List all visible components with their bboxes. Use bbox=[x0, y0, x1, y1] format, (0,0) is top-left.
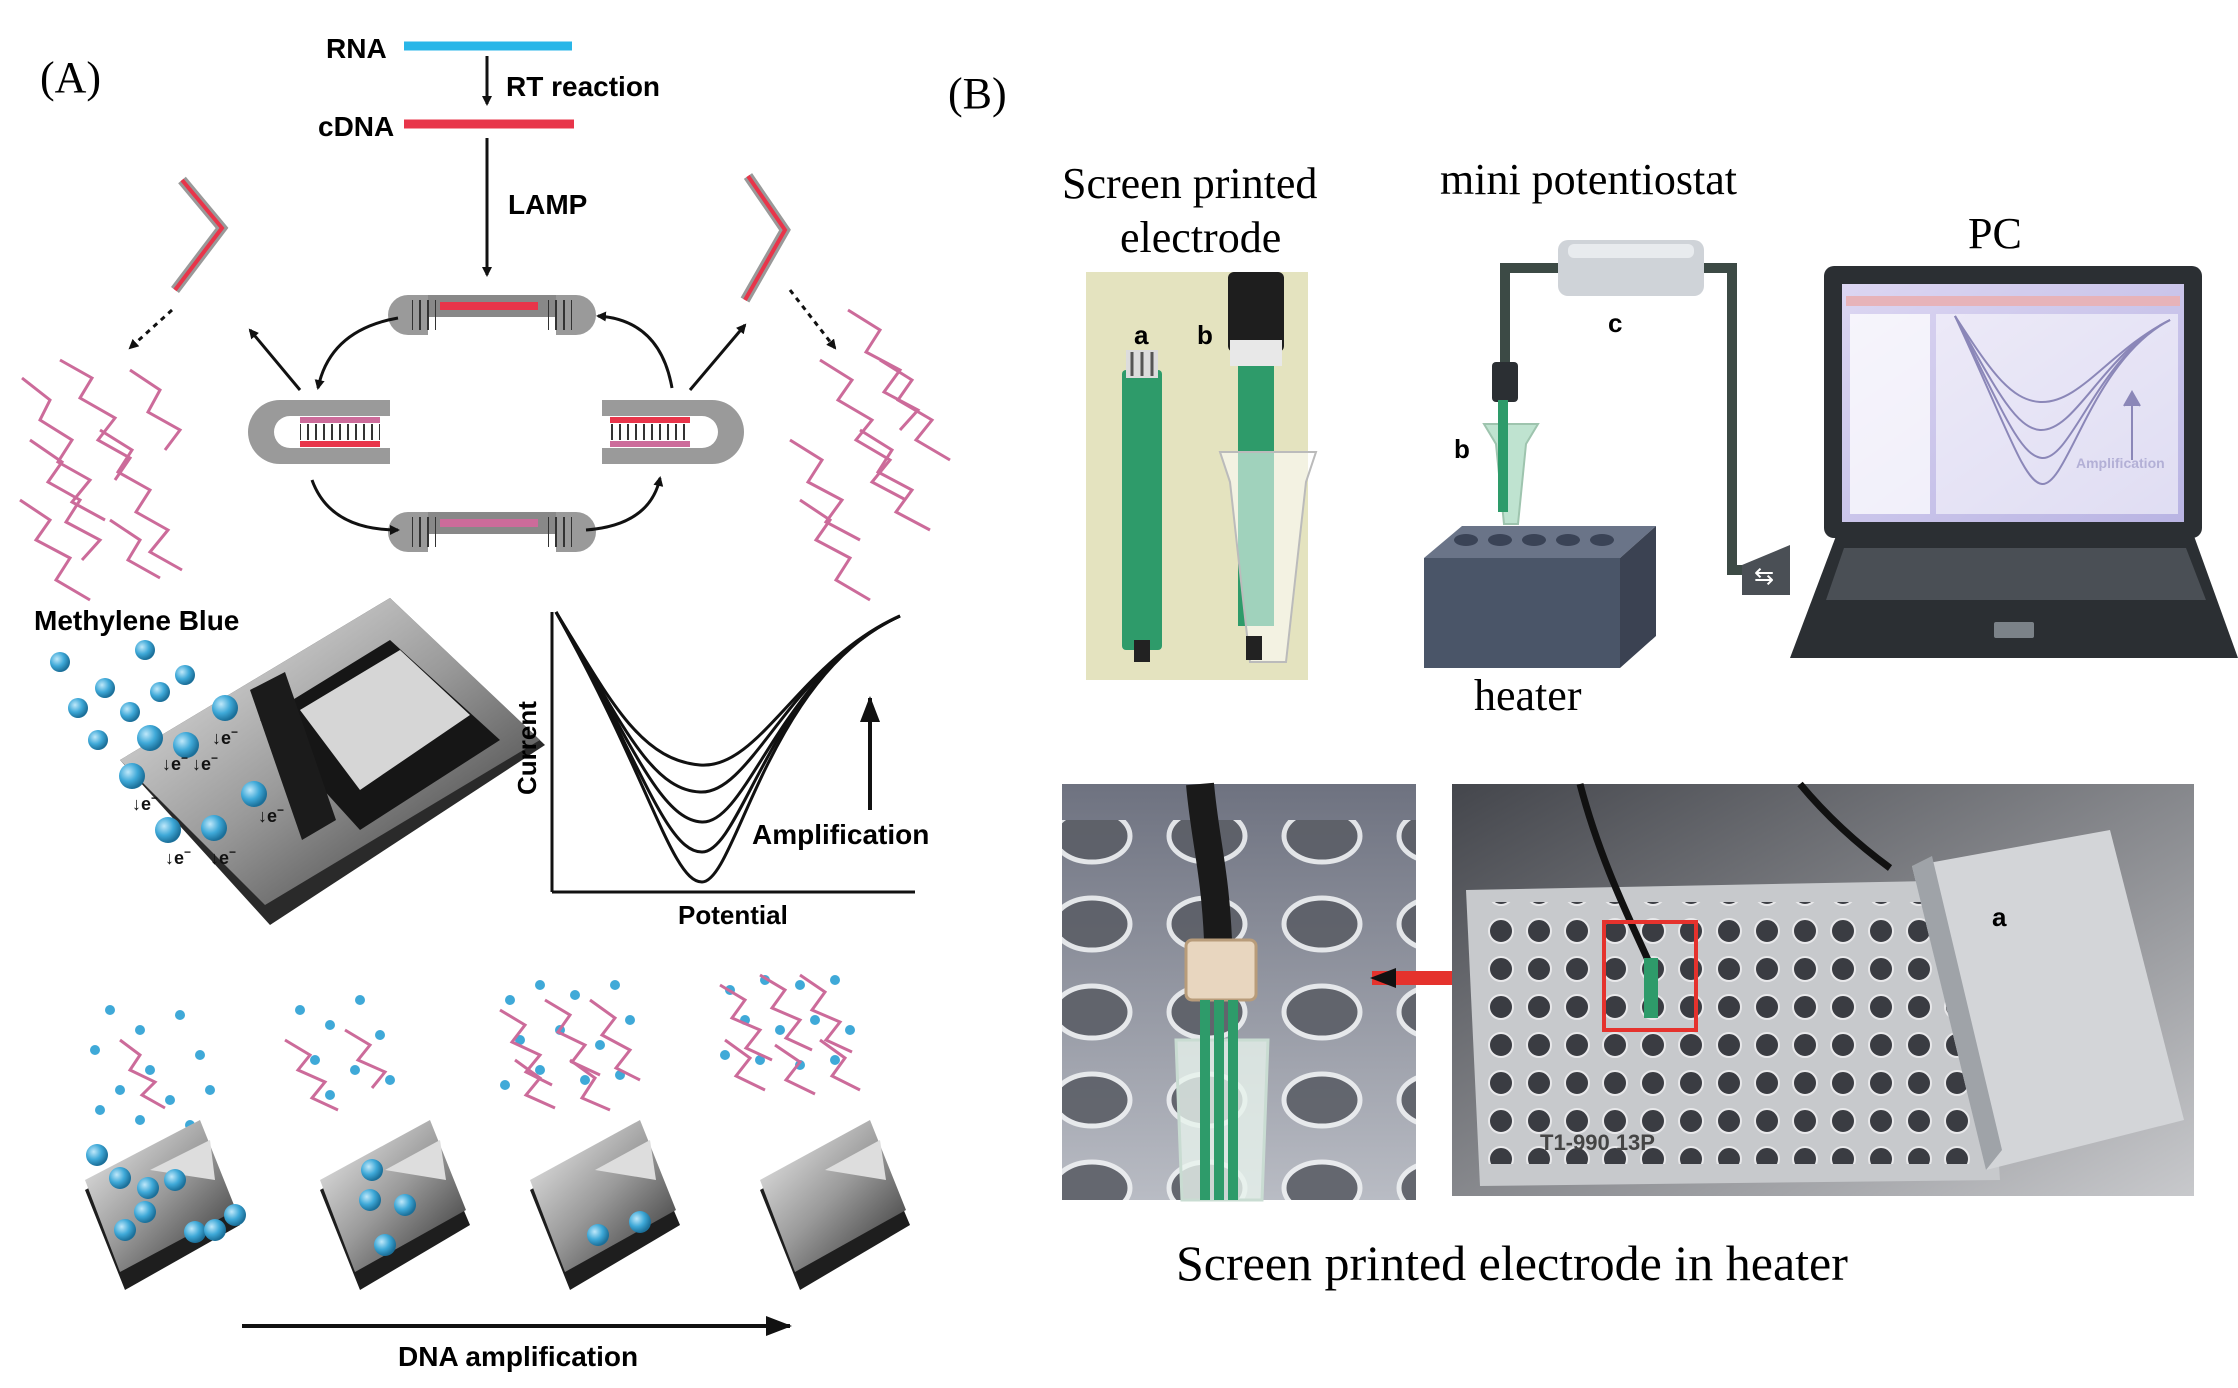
cable-right bbox=[1704, 263, 1770, 575]
dna-amplification-label: DNA amplification bbox=[398, 1341, 638, 1372]
cycle-arrow bbox=[310, 479, 400, 535]
concatemer-right bbox=[740, 173, 791, 303]
extension-arrow bbox=[688, 323, 747, 391]
mini-potentiostat bbox=[1558, 240, 1704, 296]
closeup-photo bbox=[1062, 782, 1416, 1202]
potential-axis-label: Potential bbox=[678, 900, 788, 930]
setup-photo: T1-990 13P bbox=[1452, 781, 2194, 1196]
cycle-arrow bbox=[314, 316, 399, 390]
hairpin-right bbox=[602, 400, 744, 464]
screen-amplification-label: Amplification bbox=[2076, 455, 2165, 471]
cable-left bbox=[1500, 263, 1558, 370]
voltammogram bbox=[550, 611, 915, 894]
dumbbell-structure-top bbox=[388, 295, 596, 335]
electron-transfer-labels: ↓e− ↓e− ↓e− ↓e− ↓e− ↓e− ↓e− bbox=[132, 725, 284, 868]
panel-a-label: (A) bbox=[40, 53, 101, 102]
spe-marker-b: b bbox=[1197, 320, 1213, 350]
mini-potentiostat-label: mini potentiostat bbox=[1440, 155, 1737, 204]
amplification-stage-4 bbox=[719, 973, 910, 1290]
screen-printed-electrode-photo bbox=[1086, 272, 1318, 680]
heater-label: heater bbox=[1474, 671, 1582, 720]
spe-title-line1: Screen printed bbox=[1062, 159, 1317, 208]
methylene-blue-molecules bbox=[50, 640, 267, 843]
electrode-in-tube bbox=[1482, 362, 1540, 525]
svg-text:↓e−: ↓e− bbox=[132, 791, 158, 814]
amplification-stage-1 bbox=[85, 1005, 246, 1290]
potentiostat-photo-marker-a: a bbox=[1992, 902, 2007, 932]
electrode-chip-large bbox=[120, 598, 545, 925]
hairpin-left bbox=[248, 400, 390, 464]
heater-block bbox=[1424, 526, 1656, 668]
svg-text:↓e−: ↓e− bbox=[165, 845, 191, 868]
amplicons-left bbox=[19, 358, 183, 602]
potentiostat-marker-c: c bbox=[1608, 308, 1622, 338]
cycle-arrow bbox=[585, 476, 664, 532]
amplification-stage-3 bbox=[499, 980, 680, 1290]
methylene-blue-label: Methylene Blue bbox=[34, 605, 239, 636]
plate-engraving: T1-990 13P bbox=[1540, 1130, 1655, 1155]
spe-marker-a: a bbox=[1134, 320, 1149, 350]
current-axis-label: Current bbox=[512, 701, 542, 795]
amplification-label: Amplification bbox=[752, 819, 929, 850]
pc-label: PC bbox=[1968, 209, 2022, 258]
spe-title-line2: electrode bbox=[1120, 213, 1281, 262]
extension-arrow bbox=[248, 328, 302, 391]
lamp-label: LAMP bbox=[508, 189, 587, 220]
tube-marker-b: b bbox=[1454, 434, 1470, 464]
cdna-label: cDNA bbox=[318, 111, 394, 142]
laptop-pc: ⇆ bbox=[1742, 266, 2238, 658]
cycle-arrow bbox=[596, 311, 674, 389]
svg-text:⇆: ⇆ bbox=[1754, 563, 1774, 590]
rna-label: RNA bbox=[326, 33, 387, 64]
amplification-stage-2 bbox=[284, 995, 470, 1290]
dumbbell-structure-bottom bbox=[388, 512, 596, 552]
panel-b-label: (B) bbox=[948, 69, 1007, 118]
dotted-arrow bbox=[128, 308, 174, 350]
dotted-arrow bbox=[788, 289, 837, 350]
amplicons-right bbox=[789, 308, 951, 602]
concatemer-left bbox=[171, 176, 229, 294]
rt-reaction-label: RT reaction bbox=[506, 71, 660, 102]
photo-caption: Screen printed electrode in heater bbox=[1176, 1235, 1848, 1291]
